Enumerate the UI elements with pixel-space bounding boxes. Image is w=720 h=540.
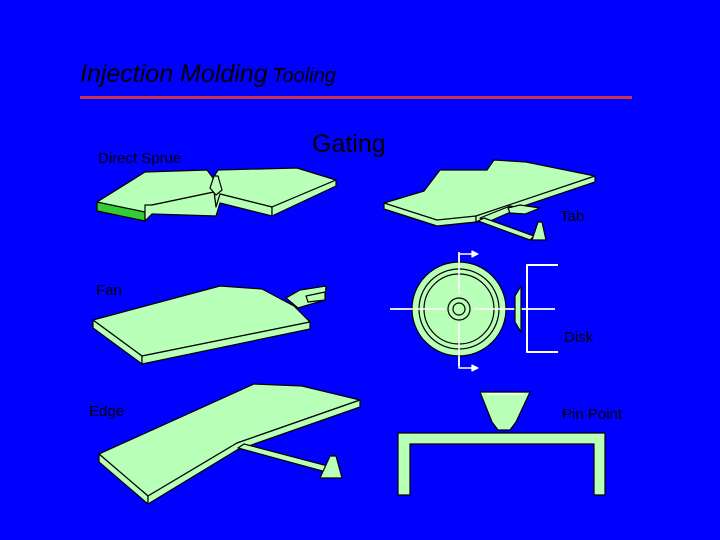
slide-title: Injection Molding Tooling (80, 60, 336, 89)
heading-gating: Gating (312, 130, 386, 158)
title-sub: Tooling (272, 65, 336, 87)
title-underline (80, 96, 632, 99)
title-main: Injection Molding (80, 60, 268, 88)
label-pin-point: Pin Point (562, 406, 623, 423)
tab-gate-part (383, 159, 596, 241)
label-fan: Fan (96, 282, 122, 299)
label-disk: Disk (564, 329, 594, 346)
disk-gate-part (390, 250, 558, 372)
direct-sprue-part (96, 167, 337, 222)
label-edge: Edge (89, 403, 125, 420)
fan-gate-part (92, 285, 327, 365)
label-direct-sprue: Direct Sprue (98, 150, 182, 167)
pin-point-part (397, 391, 606, 496)
edge-gate-part (98, 383, 361, 505)
label-tab: Tab (560, 208, 585, 225)
